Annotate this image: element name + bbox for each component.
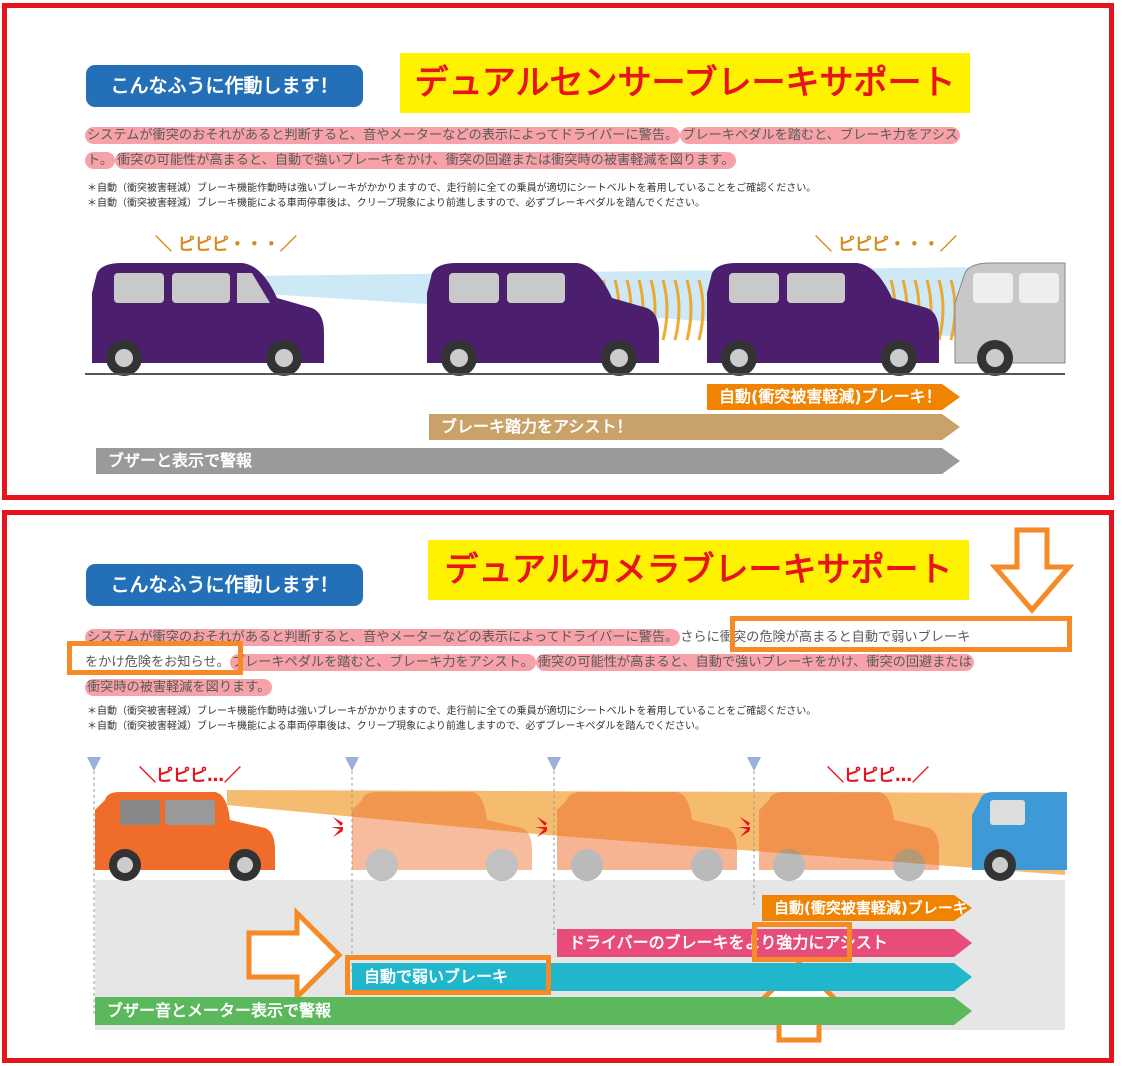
annotation-box-weak-brake-1 [730,616,1072,652]
sensor-scene-illustration [85,262,1066,376]
desc-highlight-warning: システムが衝突のおそれがあると判断すると、音やメーターなどの表示によってドライバ… [85,127,681,144]
timeline-markers [87,757,761,771]
sensor-brake-panel: こんなふうに作動します！ デュアルセンサーブレーキサポート システムが衝突のおそ… [2,3,1114,500]
purple-car-1 [92,263,324,376]
desc-highlight-assist: ブレーキペダルを踏むと、ブレーキ力をアシス [680,127,961,144]
orange-car-4 [759,792,939,881]
purple-car-2 [427,263,659,376]
desc-weak-brake-a: さらに衝突の危険が高まると自動で弱いブレーキ [680,630,971,645]
arrow-brake-assist: ドライバーのブレーキをより強力にアシスト [557,929,972,957]
down-arrow-annotation [989,527,1075,614]
arrow-warning: ブザー音とメーター表示で警報 [95,997,972,1025]
annotation-box-weak-brake-arrow [345,955,551,995]
orange-car-3 [557,792,737,881]
arrow-brake-assist: ブレーキ踏力をアシスト！ [429,414,960,440]
note-1: ＊自動（衝突被害軽減）ブレーキ機能作動時は強いブレーキがかかりますので、走行前に… [87,183,817,194]
beep-right: ＼ ピピピ・・・／ [815,235,957,255]
annotation-box-stronger-assist [752,922,852,962]
arrow-auto-brake: 自動(衝突被害軽減)ブレーキ [762,895,972,921]
desc-highlight-auto-brake-end: 衝突時の被害軽減を図ります。 [85,679,273,696]
brake-indicator-icons [331,817,750,837]
desc-highlight-auto-brake: 衝突の可能性が高まると、自動で強いブレーキをかけ、衝突の回避または [535,654,974,671]
gray-car [954,262,1066,376]
blue-car [972,792,1067,881]
desc-weak-brake-b: をかけ危険をお知らせ。 [85,655,230,670]
arrow-warning: ブザーと表示で警報 [96,448,960,474]
how-it-works-badge: こんなふうに作動します！ [86,65,363,107]
camera-brake-panel: こんなふうに作動します！ デュアルカメラブレーキサポート システムが衝突のおそれ… [2,510,1114,1063]
beep-right: ＼ピピピ…／ [827,766,929,786]
purple-car-3 [707,263,939,376]
description: システムが衝突のおそれがあると判断すると、音やメーターなどの表示によってドライバ… [85,123,1085,173]
arrow-auto-brake: 自動(衝突被害軽減)ブレーキ！ [707,384,960,410]
desc-highlight-auto-brake: 衝突の可能性が高まると、自動で強いブレーキをかけ、衝突の回避または衝突時の被害軽… [115,152,737,169]
how-it-works-badge: こんなふうに作動します！ [86,564,363,606]
beep-left: ＼ ピピピ・・・／ [155,235,297,255]
orange-car-2 [352,792,532,881]
orange-car-1 [95,792,275,881]
arrow-weak-brake: 自動で弱いブレーキ [352,963,972,991]
right-arrow-annotation [246,906,343,1004]
beep-left: ＼ピピピ…／ [139,766,241,786]
note-2: ＊自動（衝突被害軽減）ブレーキ機能による車両停車後は、クリープ現象により前進しま… [87,198,705,209]
desc-highlight-assist: ブレーキペダルを踏むと、ブレーキ力をアシスト。 [229,654,536,671]
desc-highlight-assist-end: ト。 [85,152,116,169]
annotation-box-weak-brake-2 [67,641,243,675]
panel-title: デュアルセンサーブレーキサポート [400,53,970,113]
note-2: ＊自動（衝突被害軽減）ブレーキ機能による車両停車後は、クリープ現象により前進しま… [87,721,705,732]
note-1: ＊自動（衝突被害軽減）ブレーキ機能作動時は強いブレーキがかかりますので、走行前に… [87,706,817,717]
panel-title: デュアルカメラブレーキサポート [428,540,969,600]
